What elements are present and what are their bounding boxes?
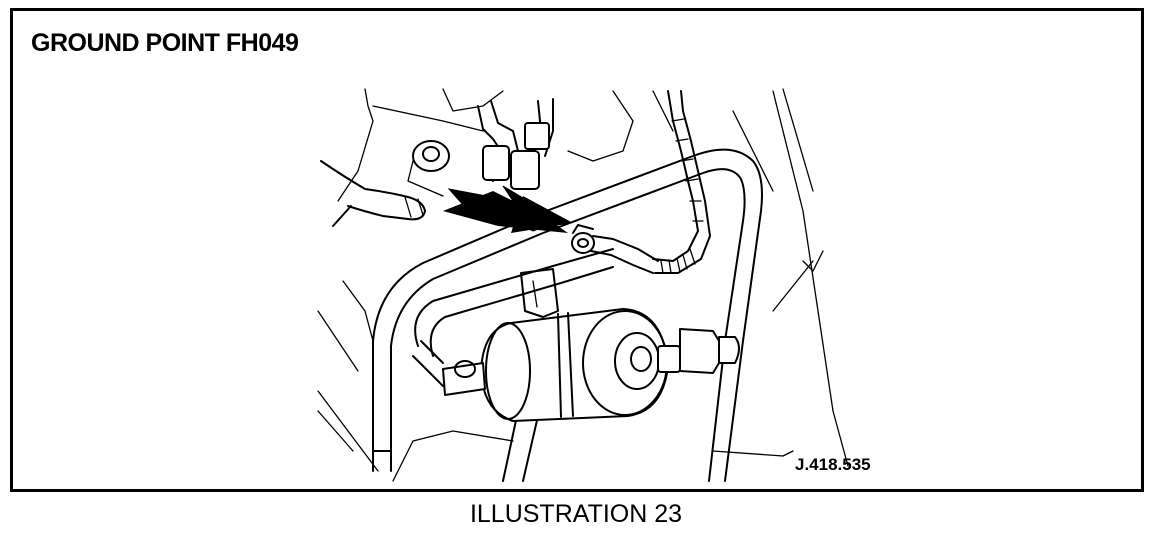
illustration-caption: ILLUSTRATION 23 [469, 500, 683, 528]
mounting-bracket [520, 268, 559, 318]
arrow-indicator-icon [443, 185, 573, 233]
fuel-line-pipe [372, 148, 763, 482]
reference-code: J.418.535 [795, 455, 871, 474]
pipe-connector-cluster [477, 98, 554, 190]
filter-outlet-fitting [657, 328, 740, 374]
page-title: GROUND POINT FH049 [31, 29, 299, 57]
wiring-harness-icon [652, 90, 711, 274]
ground-connector-icon [571, 224, 659, 274]
filter-inlet-fitting [412, 340, 486, 396]
illustration-frame: GROUND POINT FH049 [10, 8, 1144, 492]
fuel-filter-icon [480, 308, 669, 422]
hand-outline [320, 160, 426, 227]
engine-bay-outline [317, 88, 849, 482]
technical-drawing [317, 88, 849, 482]
bolt-icon [407, 140, 450, 197]
